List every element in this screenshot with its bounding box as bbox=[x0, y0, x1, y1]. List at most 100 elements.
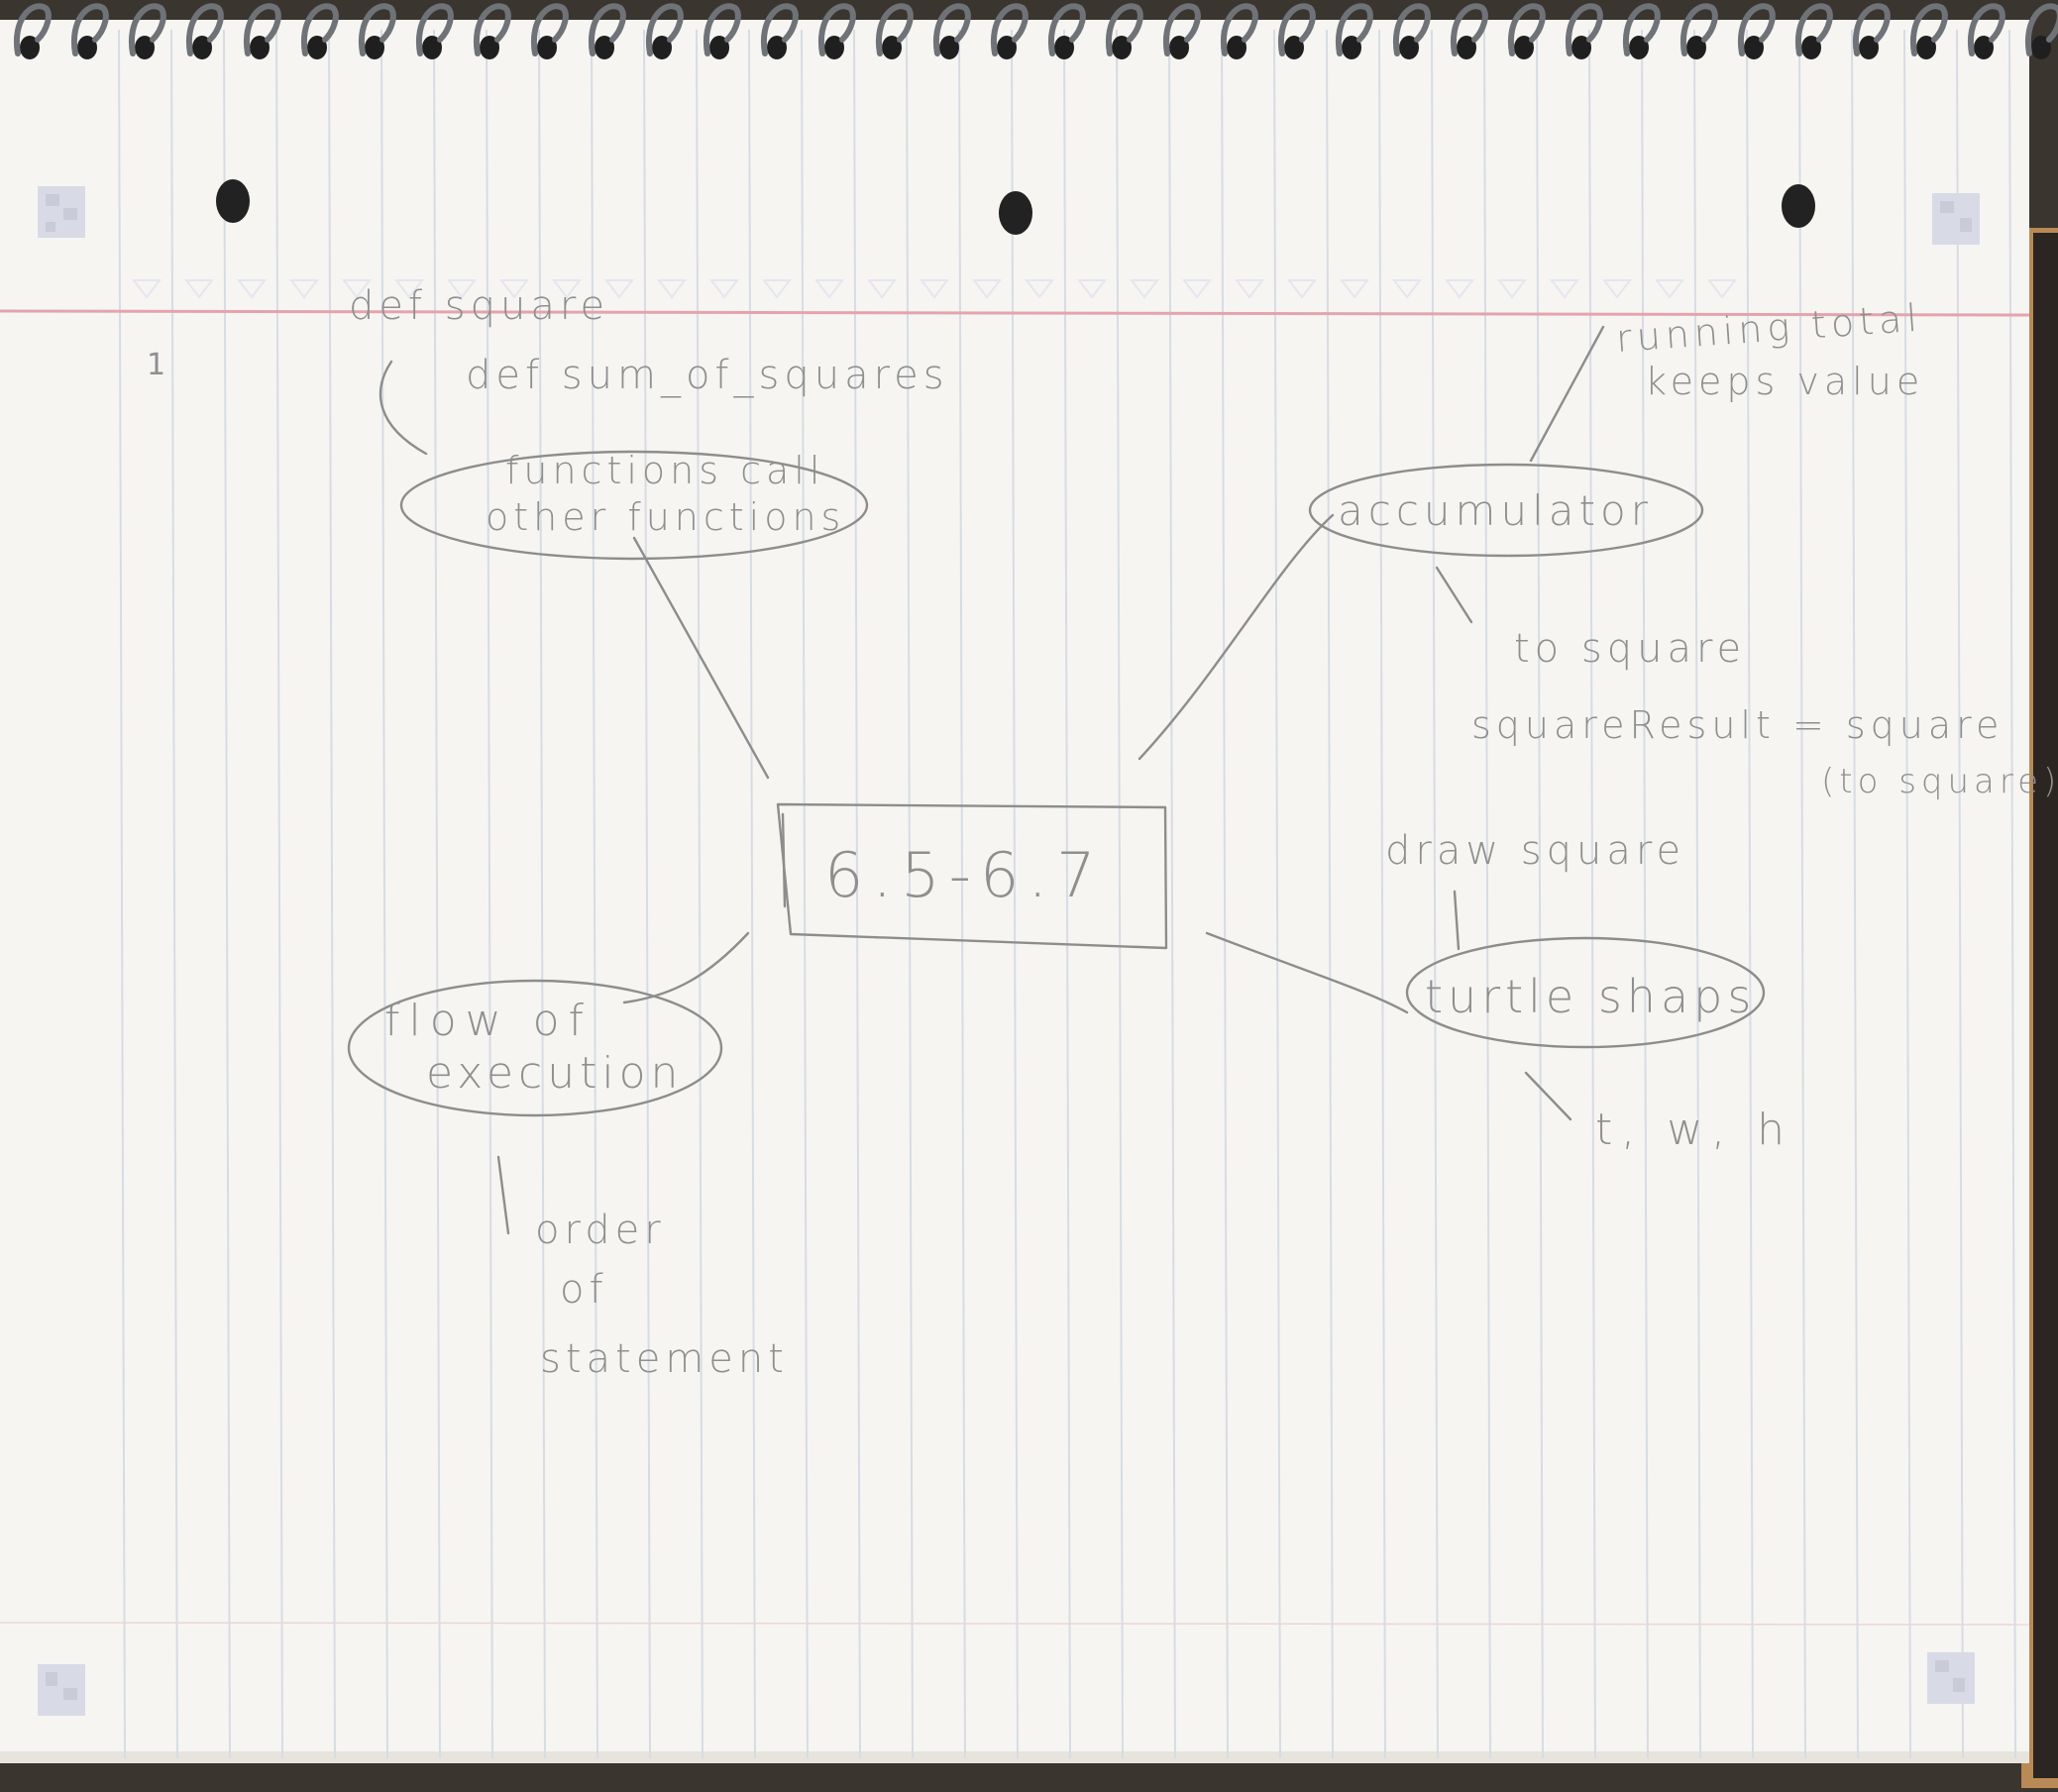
header-triangle bbox=[498, 279, 530, 299]
accumulator-note-below: squareResult = square bbox=[1471, 703, 2004, 747]
spiral-coil bbox=[70, 3, 109, 59]
rule-line bbox=[275, 29, 283, 1759]
spiral-coil bbox=[2024, 3, 2058, 59]
spiral-coil bbox=[1392, 3, 1431, 59]
functions-call-label: other functions bbox=[486, 495, 845, 539]
rule-line bbox=[433, 29, 441, 1759]
spiral-coil bbox=[1967, 3, 2005, 59]
spiral-coil bbox=[185, 3, 224, 59]
spiral-coil bbox=[760, 3, 799, 59]
spiral-coil bbox=[990, 3, 1029, 59]
rule-line bbox=[958, 29, 966, 1759]
flow-note-line: statement bbox=[540, 1336, 789, 1382]
connector-accumulator bbox=[1137, 513, 1335, 761]
note-stroke bbox=[1435, 566, 1473, 624]
header-triangle bbox=[341, 279, 373, 299]
flow-of-execution-label: flow of bbox=[384, 996, 593, 1046]
rule-line bbox=[1273, 29, 1281, 1759]
spiral-coil bbox=[13, 3, 52, 59]
rule-line bbox=[1168, 29, 1176, 1759]
rule-line bbox=[380, 29, 388, 1759]
rule-line bbox=[1798, 29, 1806, 1759]
header-triangle bbox=[1496, 279, 1528, 299]
header-triangle bbox=[183, 279, 215, 299]
accumulator-label: accumulator bbox=[1338, 486, 1653, 535]
spiral-coil bbox=[1909, 3, 1948, 59]
oval-functions-call bbox=[399, 450, 869, 561]
header-triangle bbox=[1601, 279, 1633, 299]
spiral-coil bbox=[1565, 3, 1603, 59]
header-triangle bbox=[393, 279, 425, 299]
header-triangle bbox=[1234, 279, 1265, 299]
spiral-coil bbox=[1737, 3, 1776, 59]
margin-line bbox=[0, 309, 2030, 317]
header-triangle bbox=[1444, 279, 1475, 299]
functions-call-label: functions call bbox=[505, 449, 824, 492]
header-triangle bbox=[656, 279, 688, 299]
header-triangle bbox=[1549, 279, 1580, 299]
header-triangle bbox=[919, 279, 950, 299]
spiral-coil bbox=[358, 3, 396, 59]
corner-marker bbox=[1927, 1652, 1975, 1704]
oval-turtle-shapes bbox=[1405, 936, 1766, 1049]
spiral-coil bbox=[1162, 3, 1201, 59]
header-triangle bbox=[1181, 279, 1213, 299]
rule-line bbox=[1746, 29, 1754, 1759]
spiral-coil bbox=[1277, 3, 1316, 59]
rule-line bbox=[1378, 29, 1386, 1759]
punch-hole bbox=[999, 191, 1032, 235]
header-triangle bbox=[1286, 279, 1318, 299]
corner-marker bbox=[38, 186, 85, 238]
flow-note-line: of bbox=[560, 1267, 608, 1313]
punch-hole bbox=[216, 179, 250, 223]
corner-marker bbox=[38, 1664, 85, 1716]
rule-line bbox=[853, 29, 861, 1759]
spiral-coil bbox=[128, 3, 166, 59]
rule-line bbox=[1588, 29, 1596, 1759]
spiral-coil bbox=[932, 3, 971, 59]
rule-line bbox=[1116, 29, 1124, 1759]
rule-line bbox=[1641, 29, 1649, 1759]
header-triangle bbox=[1129, 279, 1160, 299]
rule-line bbox=[1536, 29, 1544, 1759]
header-triangle bbox=[1076, 279, 1108, 299]
header-triangle bbox=[761, 279, 793, 299]
note-stroke bbox=[379, 360, 428, 456]
rule-line bbox=[801, 29, 809, 1759]
spiral-coil bbox=[1450, 3, 1488, 59]
note-stroke bbox=[1453, 890, 1461, 951]
rule-line bbox=[170, 29, 178, 1759]
header-triangle bbox=[971, 279, 1003, 299]
header-triangle bbox=[1339, 279, 1370, 299]
header-triangle bbox=[1024, 279, 1055, 299]
rule-line bbox=[538, 29, 546, 1759]
spiral-coil bbox=[1852, 3, 1891, 59]
center-box bbox=[776, 802, 1168, 950]
turtle-note-below: t, w, h bbox=[1595, 1105, 1793, 1155]
header-triangle bbox=[708, 279, 740, 299]
spiral-coil bbox=[1794, 3, 1833, 59]
corner-markers bbox=[38, 186, 1980, 1716]
accumulator-note-below: to square bbox=[1514, 626, 1746, 672]
accumulator-note-above: keeps value bbox=[1645, 360, 1924, 403]
spiral-coil bbox=[415, 3, 454, 59]
spiral-binding bbox=[13, 3, 2058, 59]
header-triangle bbox=[1706, 279, 1738, 299]
spiral-coil bbox=[1335, 3, 1373, 59]
note-stroke bbox=[1529, 325, 1605, 463]
turtle-note-above: draw square bbox=[1385, 828, 1685, 874]
connector-flow bbox=[622, 931, 750, 1004]
rule-line bbox=[1956, 29, 1964, 1759]
functions-note-line: def sum_of_squares bbox=[466, 353, 949, 398]
punch-hole bbox=[1782, 184, 1815, 228]
corner-marker bbox=[1932, 193, 1980, 245]
connector-functions bbox=[632, 536, 770, 780]
rule-line bbox=[1431, 29, 1439, 1759]
note-stroke bbox=[1524, 1071, 1572, 1121]
header-triangle bbox=[131, 279, 162, 299]
punch-holes bbox=[216, 179, 1815, 235]
spiral-coil bbox=[1220, 3, 1258, 59]
rule-line bbox=[118, 29, 126, 1759]
